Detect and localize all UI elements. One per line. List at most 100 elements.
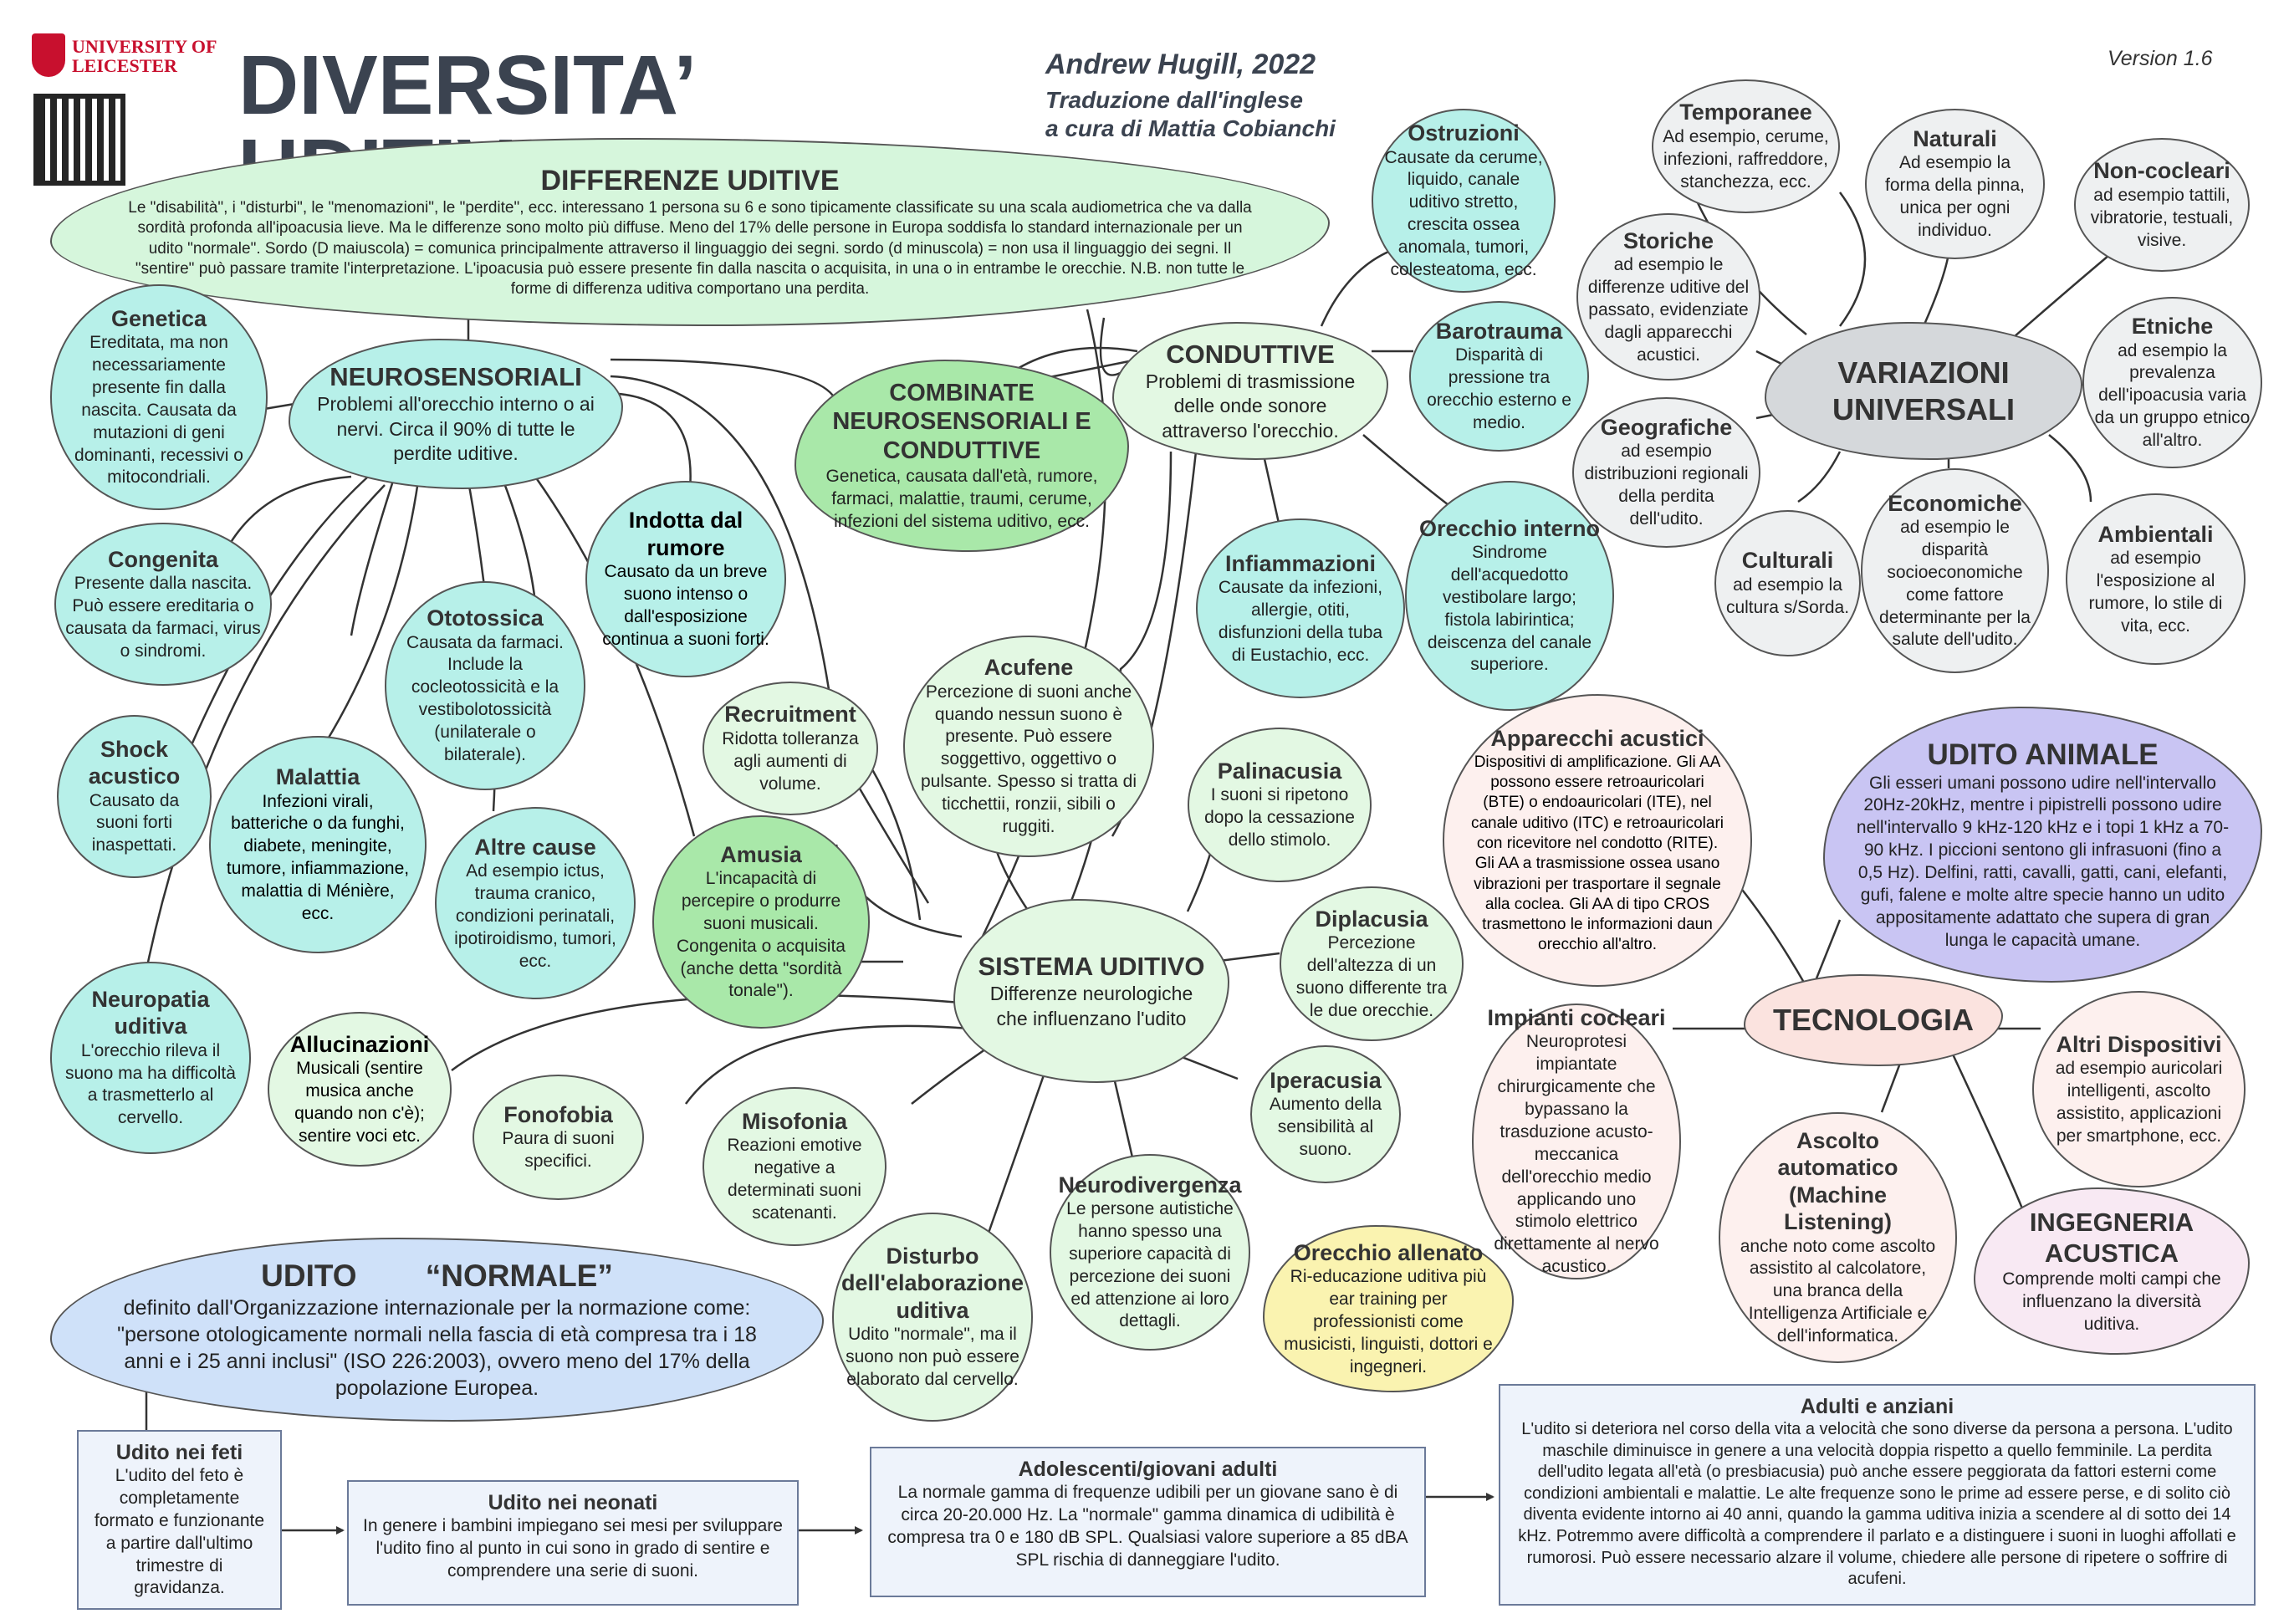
node-variazioni-universali: VARIAZIONI UNIVERSALI	[1765, 322, 2082, 460]
timeline-title: Adulti e anziani	[1800, 1395, 1954, 1418]
translation-line-1: Traduzione dall'inglese	[1045, 87, 1303, 113]
node-acufene: Acufene Percezione di suoni anche quando…	[903, 636, 1154, 857]
university-logo: UNIVERSITY OF LEICESTER	[32, 33, 241, 84]
node-text: Reazioni emotive negative a determinati …	[727, 1136, 862, 1223]
node-title: Orecchio interno	[1418, 515, 1601, 541]
node-impianti-cocleari: Impianti cocleari Neuroprotesi impiantat…	[1472, 1004, 1681, 1279]
timeline-text: L'udito del feto è completamente formato…	[94, 1466, 265, 1598]
node-text: Problemi all'orecchio interno o ai nervi…	[317, 393, 595, 465]
node-title: UDITO ANIMALE	[1927, 738, 2159, 771]
node-ostruzioni: Ostruzioni Causate da cerume, liquido, c…	[1372, 109, 1556, 293]
node-title: Infiammazioni	[1224, 550, 1377, 576]
timeline-text: La normale gamma di frequenze udibili pe…	[887, 1483, 1408, 1570]
node-text: Ereditata, ma non necessariamente presen…	[74, 333, 243, 488]
timeline-title: Udito nei neonati	[488, 1491, 658, 1514]
node-title: Altre cause	[474, 834, 596, 860]
node-altri-dispositivi: Altri Dispositivi ad esempio auricolari …	[2032, 991, 2246, 1187]
node-title: Congenita	[108, 546, 218, 572]
node-title: Neurodivergenza	[1058, 1172, 1242, 1198]
node-text: Ad esempio la forma della pinna, unica p…	[1885, 153, 2025, 241]
node-title: Allucinazioni	[289, 1031, 430, 1057]
timeline-adolescenti: Adolescenti/giovani adulti La normale ga…	[870, 1447, 1426, 1597]
node-iperacusia: Iperacusia Aumento della sensibilità al …	[1250, 1045, 1401, 1183]
node-amusia: Amusia L'incapacità di percepire o produ…	[652, 815, 870, 1029]
node-orecchio-allenato: Orecchio allenato Ri-educazione uditiva …	[1263, 1225, 1514, 1392]
node-apparecchi-acustici: Apparecchi acustici Dispositivi di ampli…	[1443, 694, 1752, 987]
node-title: Disturbo dell'elaborazione uditiva	[841, 1244, 1024, 1323]
node-text: Udito "normale", ma il suono non può ess…	[846, 1325, 1019, 1390]
node-text: ad esempio le differenze uditive del pas…	[1587, 255, 1750, 365]
node-text: Presente dalla nascita. Può essere eredi…	[65, 573, 261, 661]
udito-normale-cloud: UDITO “NORMALE” definito dall'Organizzaz…	[50, 1238, 824, 1422]
node-title: Neuropatia uditiva	[91, 986, 210, 1039]
node-title: Ambientali	[2097, 521, 2214, 547]
node-text: L'orecchio rileva il suono ma ha diffico…	[65, 1040, 236, 1128]
node-altre-cause: Altre cause Ad esempio ictus, trauma cra…	[435, 807, 636, 999]
node-text: L'incapacità di percepire o produrre suo…	[677, 869, 846, 1001]
node-disturbo: Disturbo dell'elaborazione uditiva Udito…	[832, 1213, 1033, 1422]
node-title: Iperacusia	[1270, 1067, 1382, 1093]
node-misofonia: Misofonia Reazioni emotive negative a de…	[703, 1087, 886, 1246]
node-title: CONDUTTIVE	[1166, 339, 1335, 369]
timeline-udito-neonati: Udito nei neonati In genere i bambini im…	[347, 1480, 799, 1606]
node-title: Impianti cocleari	[1487, 1005, 1666, 1030]
node-title: Ostruzioni	[1408, 120, 1520, 146]
node-neurodivergenza: Neurodivergenza Le persone autistiche ha…	[1050, 1154, 1250, 1351]
node-title: Barotrauma	[1435, 319, 1563, 345]
node-text: Causato da suoni forti inaspettati.	[89, 790, 180, 855]
node-neurosensoriali: NEUROSENSORIALI Problemi all'orecchio in…	[289, 339, 623, 489]
translation-line-2: a cura di Mattia Cobianchi	[1045, 115, 1336, 141]
differenze-text: Le "disabilità", i "disturbi", le "menom…	[128, 199, 1252, 299]
node-genetica: Genetica Ereditata, ma non necessariamen…	[50, 284, 268, 510]
node-malattia: Malattia Infezioni virali, batteriche o …	[209, 736, 427, 953]
node-title: Indotta dal rumore	[628, 508, 743, 560]
node-text: Infezioni virali, batteriche o da funghi…	[226, 791, 410, 923]
timeline-title: Adolescenti/giovani adulti	[1018, 1458, 1278, 1481]
node-neuropatia: Neuropatia uditiva L'orecchio rileva il …	[50, 962, 251, 1154]
node-title: Shock acustico	[88, 736, 181, 789]
node-ototossica: Ototossica Causata da farmaci. Include l…	[385, 581, 585, 790]
qr-code-icon	[33, 94, 125, 186]
node-text: Ad esempio ictus, trauma cranico, condiz…	[454, 861, 616, 971]
node-non-cocleari: Non-cocleari ad esempio tattili, vibrato…	[2074, 138, 2250, 272]
node-geografiche: Geografiche ad esempio distribuzioni reg…	[1572, 397, 1760, 548]
node-text: Differenze neurologiche che influenzano …	[989, 983, 1193, 1029]
node-title: Acufene	[984, 655, 1074, 681]
node-text: ad esempio tattili, vibratorie, testuali…	[2090, 185, 2234, 250]
node-fonofobia: Fonofobia Paura di suoni specifici.	[473, 1075, 644, 1200]
node-text: Causata da farmaci. Include la cocleotos…	[406, 632, 564, 764]
node-title: Altri Dispositivi	[2056, 1031, 2222, 1057]
node-title: Etniche	[2131, 314, 2214, 340]
node-infiammazioni: Infiammazioni Causate da infezioni, alle…	[1196, 518, 1405, 698]
timeline-title: Udito nei feti	[115, 1441, 243, 1464]
node-title: NEUROSENSORIALI	[330, 362, 582, 392]
node-title: Recruitment	[724, 702, 856, 728]
node-text: ad esempio l'esposizione al rumore, lo s…	[2088, 548, 2223, 636]
node-text: ad esempio la cultura s/Sorda.	[1725, 575, 1850, 617]
node-title: Culturali	[1741, 548, 1834, 574]
node-ingegneria-acustica: INGEGNERIA ACUSTICA Comprende molti camp…	[1974, 1187, 2250, 1355]
timeline-adulti-anziani: Adulti e anziani L'udito si deteriora ne…	[1499, 1384, 2256, 1606]
node-text: Causate da infezioni, allergie, otiti, d…	[1218, 577, 1383, 665]
node-title: Temporanee	[1679, 100, 1812, 125]
node-palinacusia: Palinacusia I suoni si ripetono dopo la …	[1188, 728, 1372, 882]
node-diplacusia: Diplacusia Percezione dell'altezza di un…	[1280, 886, 1464, 1041]
node-title: Amusia	[720, 841, 802, 867]
node-text: Neuroprotesi impiantate chirurgicamente …	[1494, 1032, 1659, 1277]
node-title: Economiche	[1888, 490, 2022, 516]
node-ascolto-automatico: Ascolto automatico (Machine Listening) a…	[1719, 1112, 1957, 1363]
node-text: Causate da cerume, liquido, canale uditi…	[1384, 147, 1543, 279]
node-text: Comprende molti campi che influenzano la…	[2002, 1269, 2221, 1334]
node-text: Gli esseri umani possono udire nell'inte…	[1856, 773, 2230, 950]
node-text: Ridotta tolleranza agli aumenti di volum…	[722, 728, 859, 794]
node-shock-acustico: Shock acustico Causato da suoni forti in…	[57, 715, 212, 878]
node-text: ad esempio distribuzioni regionali della…	[1584, 442, 1749, 529]
shield-icon	[32, 33, 65, 77]
node-text: Genetica, causata dall'età, rumore, farm…	[825, 466, 1098, 531]
node-title: Diplacusia	[1315, 906, 1428, 932]
node-indotta: Indotta dal rumore Causato da un breve s…	[585, 481, 786, 677]
node-storiche: Storiche ad esempio le differenze uditiv…	[1576, 213, 1760, 380]
normale-title: UDITO “NORMALE”	[261, 1258, 613, 1293]
node-title: Orecchio allenato	[1293, 1239, 1484, 1265]
node-sistema-uditivo: SISTEMA UDITIVO Differenze neurologiche …	[953, 899, 1229, 1083]
